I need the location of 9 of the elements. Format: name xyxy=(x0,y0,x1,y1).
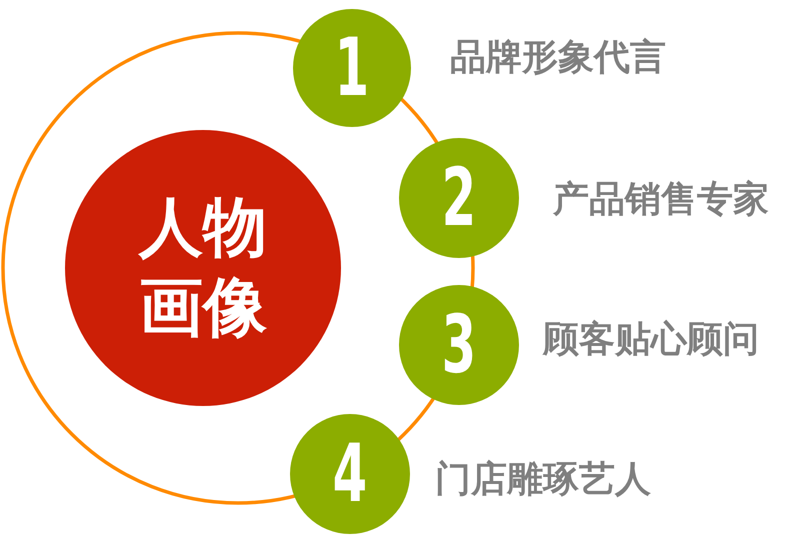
step-number: 4 xyxy=(332,434,368,514)
step-label: 门店雕琢艺人 xyxy=(435,458,651,502)
step-label: 品牌形象代言 xyxy=(450,36,666,80)
center-title: 人物画像 xyxy=(137,190,268,347)
step-label: 产品销售专家 xyxy=(553,178,769,222)
step-number: 1 xyxy=(334,28,370,108)
step-label: 顾客贴心顾问 xyxy=(543,318,759,362)
step-number: 2 xyxy=(442,158,476,238)
step-number: 3 xyxy=(442,305,476,385)
